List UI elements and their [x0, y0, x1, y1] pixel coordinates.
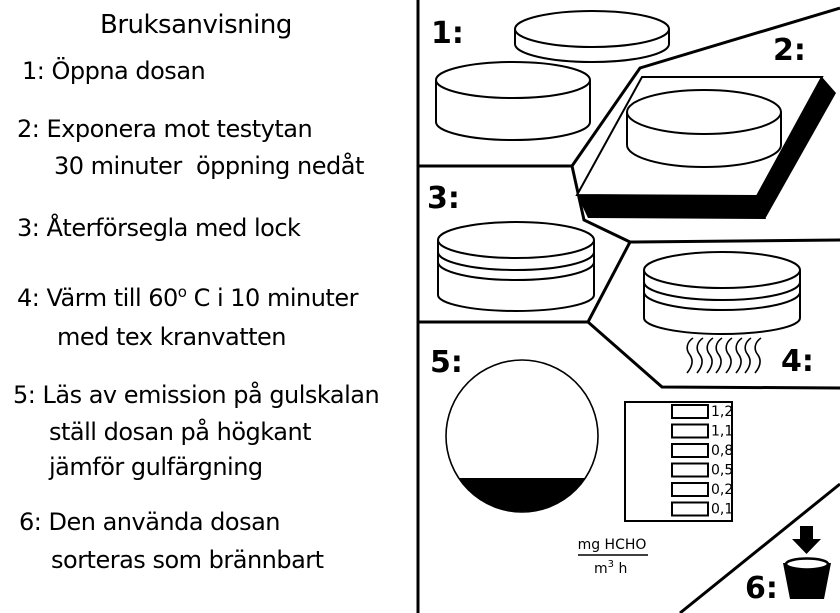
unit-denominator-suffix: h [614, 561, 627, 577]
scale-swatches [671, 404, 709, 517]
heat-waves-icon [686, 337, 762, 374]
step-1-text: 1: Öppna dosan [22, 57, 206, 85]
scale-value-4: 0,2 [711, 482, 733, 498]
dish-on-board-top [626, 89, 782, 135]
scale-value-5: 0,1 [711, 502, 733, 518]
warmed-dish-rim-1 [643, 281, 801, 301]
instructions-pane: Bruksanvisning 1: Öppna dosan 2: Exponer… [0, 0, 417, 613]
panel-3-closed-dish-illustration [437, 221, 595, 312]
trash-bin-body [783, 563, 831, 599]
step-4-text-line1: 4: Värm till 60o C i 10 minuter [17, 284, 358, 312]
dish-lid-top [514, 10, 670, 48]
step-4-post: C i 10 minuter [186, 284, 359, 312]
step-5-text-line1: 5: Läs av emission på gulskalan [13, 381, 380, 409]
warmed-dish-icon [643, 251, 801, 335]
unit-denominator-sup: 3 [608, 559, 614, 570]
border-5-6 [679, 482, 840, 613]
unit-fraction: mg HCHO m3 h [578, 537, 648, 577]
panel-5-label: 5: [430, 345, 463, 380]
border-4-5 [587, 320, 840, 390]
trash-bin-opening [784, 557, 830, 571]
closed-dish-rim-2 [437, 261, 595, 281]
step-6-text-line2: sorteras som brännbart [51, 546, 324, 574]
board-front-face [577, 195, 766, 219]
panel-2-test-surface-illustration [575, 76, 836, 219]
unit-denominator-base: m [594, 561, 608, 577]
step-4-text-line2: med tex kranvatten [57, 323, 286, 351]
warmed-dish-top [643, 251, 801, 289]
panel-1-open-dish-illustration [435, 10, 670, 141]
step-4-pre: 4: Värm till 60 [17, 284, 178, 312]
trash-bin-icon [783, 557, 831, 599]
illustration-pane: 1: 2: 3: [416, 0, 840, 613]
panel-5-reading-illustration: 1,2 1,1 0,8 0,5 0,2 0,1 mg HCHO m3 h [445, 359, 733, 577]
panel-4-warming-illustration [643, 251, 801, 374]
color-scale-chart: 1,2 1,1 0,8 0,5 0,2 0,1 [624, 401, 733, 522]
down-arrow-icon [792, 526, 821, 554]
scale-value-1: 1,1 [711, 424, 733, 440]
step-2-text-line2: 30 minuter öppning nedåt [54, 152, 364, 180]
step-5-text-line2: ställ dosan på högkant [49, 418, 312, 446]
unit-denominator: m3 h [594, 559, 627, 577]
panel-2-label: 2: [773, 33, 806, 68]
board-right-face [751, 77, 836, 219]
step-2-text-line1: 2: Exponera mot testytan [17, 115, 313, 143]
dish-on-board-icon [626, 89, 782, 168]
border-1-2 [570, 6, 840, 244]
panel-3-label: 3: [427, 181, 460, 216]
scale-value-2: 0,8 [711, 443, 733, 459]
dish-lid-icon [514, 10, 670, 63]
dish-base-top [435, 61, 591, 99]
border-2-4 [629, 238, 840, 244]
warmed-dish-rim-2 [643, 291, 801, 311]
page-title: Bruksanvisning [100, 10, 292, 40]
border-3-4 [586, 241, 632, 323]
step-4-degree-mark: o [177, 283, 187, 301]
scale-box [624, 401, 733, 522]
unit-numerator: mg HCHO [578, 537, 647, 553]
scale-value-0: 1,2 [711, 404, 733, 420]
closed-dish-top [437, 221, 595, 259]
panel-4-label: 4: [781, 344, 814, 379]
step-6-text-line1: 6: Den använda dosan [19, 508, 281, 536]
step-3-text: 3: Återförsegla med lock [17, 214, 301, 242]
dish-on-edge-icon [445, 359, 599, 513]
panel-6-disposal-illustration [783, 526, 831, 599]
closed-dish-rim-1 [437, 251, 595, 271]
dish-coloring-segment [459, 478, 585, 512]
step-5-text-line3: jämför gulfärgning [49, 453, 263, 481]
scale-value-labels: 1,2 1,1 0,8 0,5 0,2 0,1 [711, 404, 733, 518]
panel-borders [416, 0, 840, 613]
panel-1-label: 1: [431, 16, 464, 51]
panel-6-label: 6: [745, 571, 778, 606]
dish-base-icon [435, 61, 591, 141]
scale-value-3: 0,5 [711, 463, 733, 479]
closed-dish-wall [437, 240, 595, 312]
